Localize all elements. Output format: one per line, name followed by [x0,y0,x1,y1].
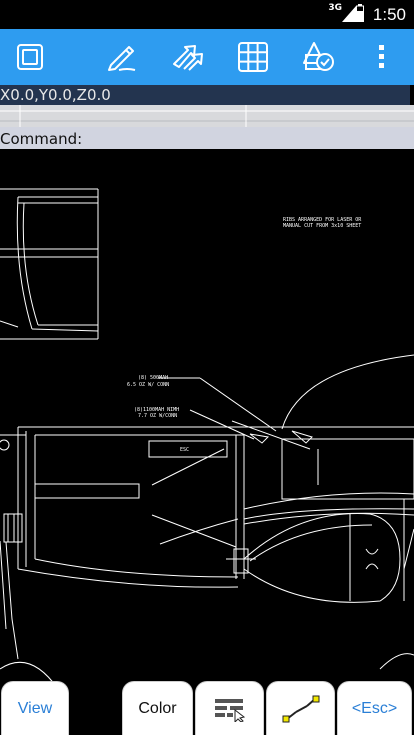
coordinate-readout: X0.0,Y0.0,Z0.0 [0,85,410,105]
more-icon [379,45,384,68]
color-button-label: Color [138,699,177,717]
polyline-icon [282,695,319,722]
drawing-canvas[interactable]: RIBS ARRANGED FOR LASER OR MANUAL CUT FR… [0,149,414,735]
grid-button[interactable] [223,29,283,85]
overflow-menu-button[interactable] [352,29,412,85]
grid-icon [238,42,268,72]
note-ribs-line2: MANUAL CUT FROM 3x10 SHEET [283,223,361,229]
window-select-icon [17,44,43,70]
layer-properties-icon [214,698,245,722]
note-ribs-line1: RIBS ARRANGED FOR LASER OR [283,217,362,223]
window-select-button[interactable] [0,29,60,85]
modify-button[interactable] [158,29,218,85]
command-line[interactable]: Command: [0,127,414,149]
toolbar [0,29,414,85]
coordinate-stripe [0,105,414,127]
view-button[interactable]: View [1,681,69,735]
clock: 1:50 [372,5,406,24]
esc-button-label: <Esc> [351,699,398,717]
status-bar: 3G 1:50 [0,0,414,29]
network-type: 3G [328,3,342,13]
note-battery1-line2: 6.5 OZ W/ CONN [127,382,169,388]
esc-label: ESC [180,447,189,453]
layer-properties-button[interactable] [195,681,264,735]
note-battery2-line2: 7.7 OZ W/CONN [138,413,177,419]
polyline-button[interactable] [266,681,335,735]
view-button-label: View [17,699,53,717]
note-battery2-line1: (8)1100MAH NIMH [134,407,179,413]
layers-button[interactable] [289,29,349,85]
arrows-icon [173,45,203,71]
signal-icon [342,6,356,22]
esc-button[interactable]: <Esc> [337,681,412,735]
battery-icon [356,4,364,22]
command-label: Command: [0,130,83,148]
pencil-icon [108,46,136,71]
color-button[interactable]: Color [122,681,193,735]
draw-button[interactable] [92,29,152,85]
note-battery1-line1: (8) 500MAH [138,375,168,381]
layers-icon [303,42,334,71]
